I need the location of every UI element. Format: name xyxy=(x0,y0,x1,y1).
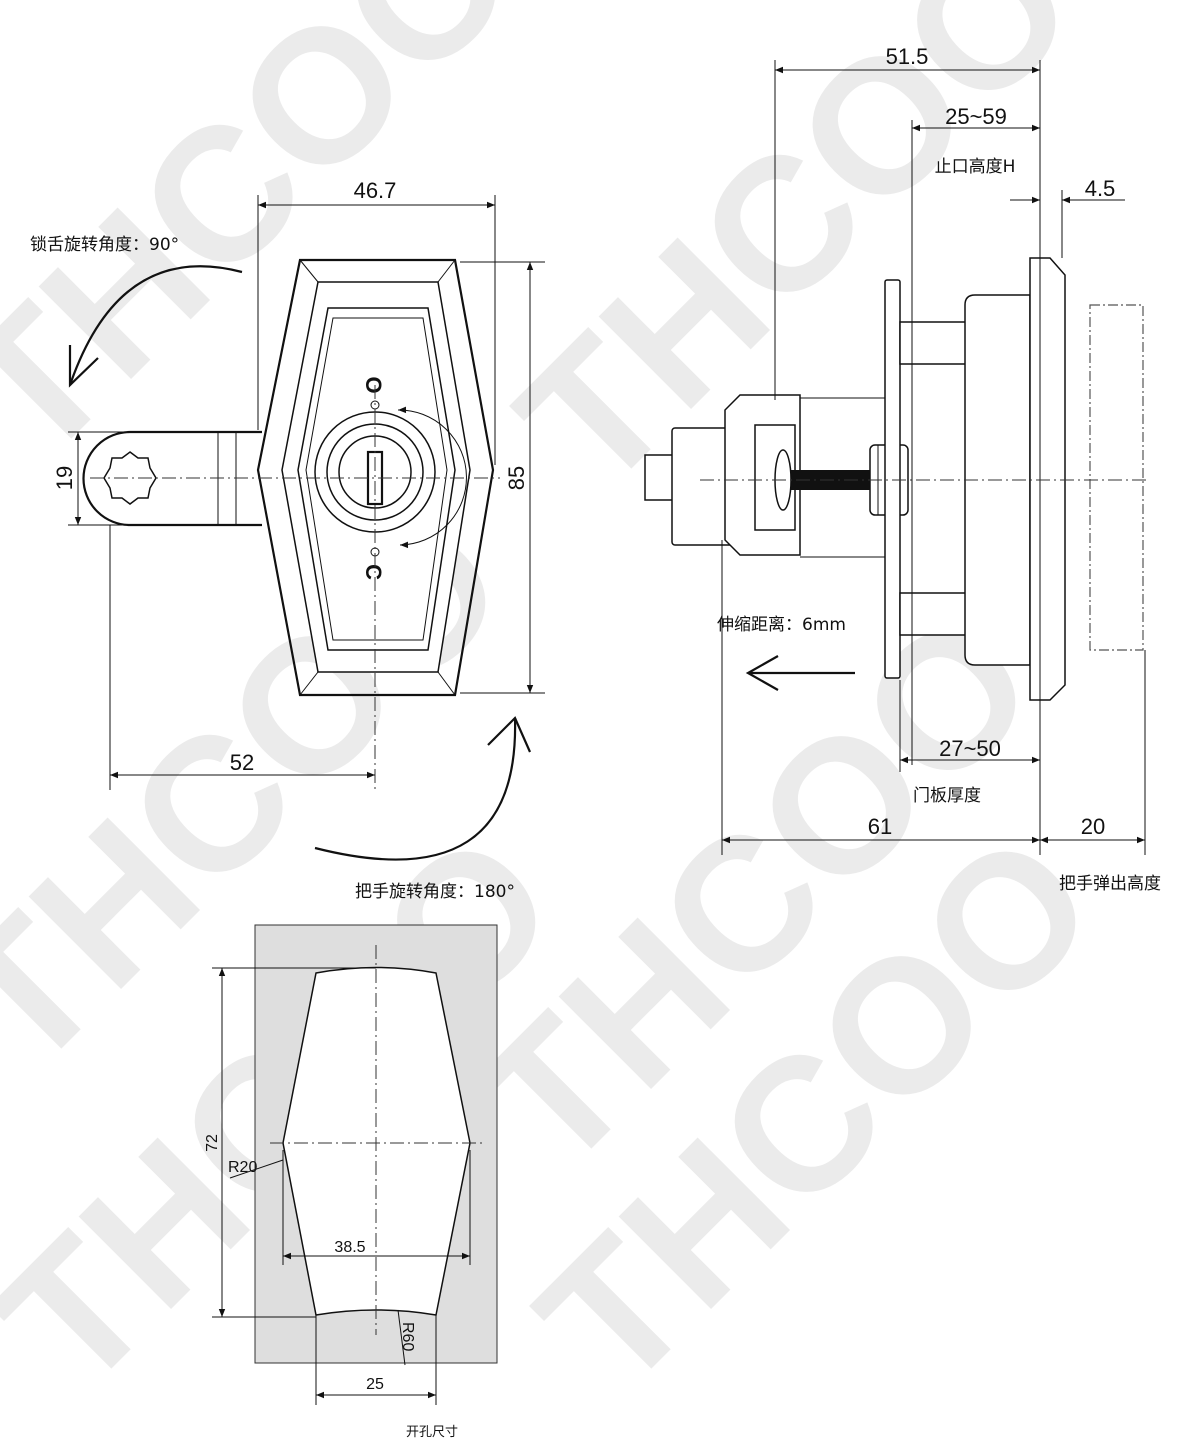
dim-overall: 51.5 xyxy=(886,44,929,69)
star-hole-icon xyxy=(103,451,157,505)
arrow-icon xyxy=(487,716,532,753)
latch-arm xyxy=(82,430,262,527)
radius-end: R60 xyxy=(399,1322,416,1351)
dim-total: 61 xyxy=(868,814,892,839)
front-view: O C 46.7 85 19 52 锁舌旋转角度：90° 把手旋转角度：180° xyxy=(30,178,545,902)
handle-flange xyxy=(1029,257,1066,701)
handle-rotation-arc xyxy=(314,717,517,861)
cutout-label: 开孔尺寸 xyxy=(406,1425,458,1440)
dim-cutout-height: 72 xyxy=(204,1134,221,1152)
popup-height-label: 把手弹出高度 xyxy=(1059,874,1161,894)
close-mark: C xyxy=(361,564,386,580)
radius-side: R20 xyxy=(228,1159,257,1176)
dim-mid-width: 38.5 xyxy=(334,1239,365,1256)
stroke-label: 伸缩距离：6mm xyxy=(717,615,846,635)
door-panel xyxy=(884,279,901,679)
handle-rotation-label: 把手旋转角度：180° xyxy=(355,882,515,902)
rotation-arrow-icon xyxy=(397,406,467,549)
dim-arm-width: 19 xyxy=(52,466,77,490)
latch-rotation-label: 锁舌旋转角度：90° xyxy=(30,235,179,255)
dim-end-width: 25 xyxy=(366,1376,384,1393)
dim-width: 46.7 xyxy=(354,178,397,203)
cutout-view: 72 R20 38.5 R60 25 开孔尺寸 xyxy=(204,924,498,1440)
panel-thickness-label: 门板厚度 xyxy=(913,786,981,806)
dim-panel-range: 27~50 xyxy=(939,736,1001,761)
dim-popup: 20 xyxy=(1081,814,1105,839)
dim-arm-length: 52 xyxy=(230,750,254,775)
open-mark: O xyxy=(361,376,386,393)
side-view: 51.5 25~59 止口高度H 4.5 伸缩距离：6mm 27~50 门板厚度… xyxy=(644,44,1161,894)
watermark: THCOO THCOO THCOO THCOO THCOO THCOO xyxy=(0,0,1134,1429)
dim-height: 85 xyxy=(504,466,529,490)
latch-rotation-arc xyxy=(68,265,243,386)
stop-height-label: 止口高度H xyxy=(935,157,1016,177)
dim-flange: 4.5 xyxy=(1085,176,1116,201)
dim-stop-range: 25~59 xyxy=(945,104,1007,129)
arrow-icon xyxy=(68,345,99,388)
popup-handle-outline xyxy=(1089,304,1144,651)
left-arrow-icon xyxy=(745,655,855,691)
